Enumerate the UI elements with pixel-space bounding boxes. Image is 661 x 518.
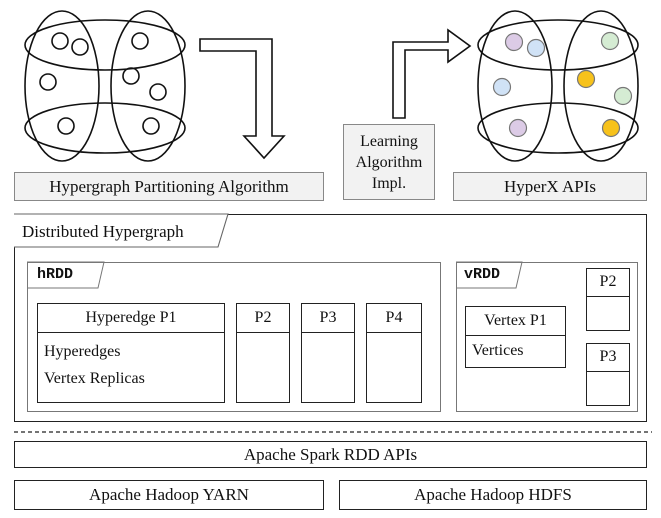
vertex-replicas-label: Vertex Replicas xyxy=(44,370,145,387)
vertex xyxy=(39,73,57,91)
vrdd-panel xyxy=(456,262,638,412)
hyperedge-top xyxy=(24,19,186,71)
hyperx-apis-box: HyperX APIs xyxy=(453,172,647,201)
hrdd-title: hRDD xyxy=(37,266,74,283)
hrdd-partition-p3 xyxy=(301,303,355,403)
hrdd-partition-p4 xyxy=(366,303,422,403)
vrdd-title: vRDD xyxy=(464,266,501,283)
vertex-purple xyxy=(504,32,524,52)
vertex-p1-partition xyxy=(465,306,566,368)
hyperedge-right xyxy=(110,10,186,162)
hyperedge-left xyxy=(24,10,100,162)
hyperedge-top xyxy=(477,19,639,71)
vrdd-partition-p2 xyxy=(586,268,630,331)
hyperedge-bottom xyxy=(477,102,639,154)
vertex xyxy=(131,32,149,50)
partitioning-algorithm-box: Hypergraph Partitioning Algorithm xyxy=(14,172,324,201)
vertex xyxy=(51,32,69,50)
distributed-title: Distributed Hypergraph xyxy=(22,222,184,241)
vrdd-partition-p3-header: P3 xyxy=(586,343,630,372)
hyperedges-label: Hyperedges xyxy=(44,343,121,360)
vertex xyxy=(149,83,167,101)
vertex-green xyxy=(600,31,620,51)
hyperedge-bottom xyxy=(24,102,186,154)
arrow-up-right-icon xyxy=(392,28,472,119)
hyperedge-p1-header: Hyperedge P1 xyxy=(37,303,225,333)
learning-algorithm-box: Learning Algorithm Impl. xyxy=(343,124,435,200)
vertex-yellow xyxy=(576,69,596,89)
vrdd-partition-p3 xyxy=(586,343,630,406)
hyperedge-left xyxy=(477,10,553,162)
hrdd-partition-p3-header: P3 xyxy=(301,303,355,333)
vertex-blue xyxy=(526,38,546,58)
hrdd-panel xyxy=(27,262,441,412)
vertex-yellow xyxy=(601,118,621,138)
spark-rdd-apis-box: Apache Spark RDD APIs xyxy=(14,441,647,468)
vertices-label: Vertices xyxy=(472,342,524,359)
vertex xyxy=(71,38,89,56)
vertex xyxy=(142,117,160,135)
vertex-green xyxy=(613,86,633,106)
hyperedge-right xyxy=(563,10,639,162)
hadoop-hdfs-box: Apache Hadoop HDFS xyxy=(339,480,647,510)
arrow-down-icon xyxy=(199,38,286,160)
hyperedge-p1-partition xyxy=(37,303,225,403)
vertex-blue xyxy=(492,77,512,97)
hrdd-partition-p2-header: P2 xyxy=(236,303,290,333)
vertex-p1-header: Vertex P1 xyxy=(465,306,566,336)
vertex-purple xyxy=(508,118,528,138)
vrdd-partition-p2-header: P2 xyxy=(586,268,630,297)
hrdd-partition-p2 xyxy=(236,303,290,403)
hrdd-partition-p4-header: P4 xyxy=(366,303,422,333)
vertex xyxy=(122,67,140,85)
vertex xyxy=(57,117,75,135)
hadoop-yarn-box: Apache Hadoop YARN xyxy=(14,480,324,510)
